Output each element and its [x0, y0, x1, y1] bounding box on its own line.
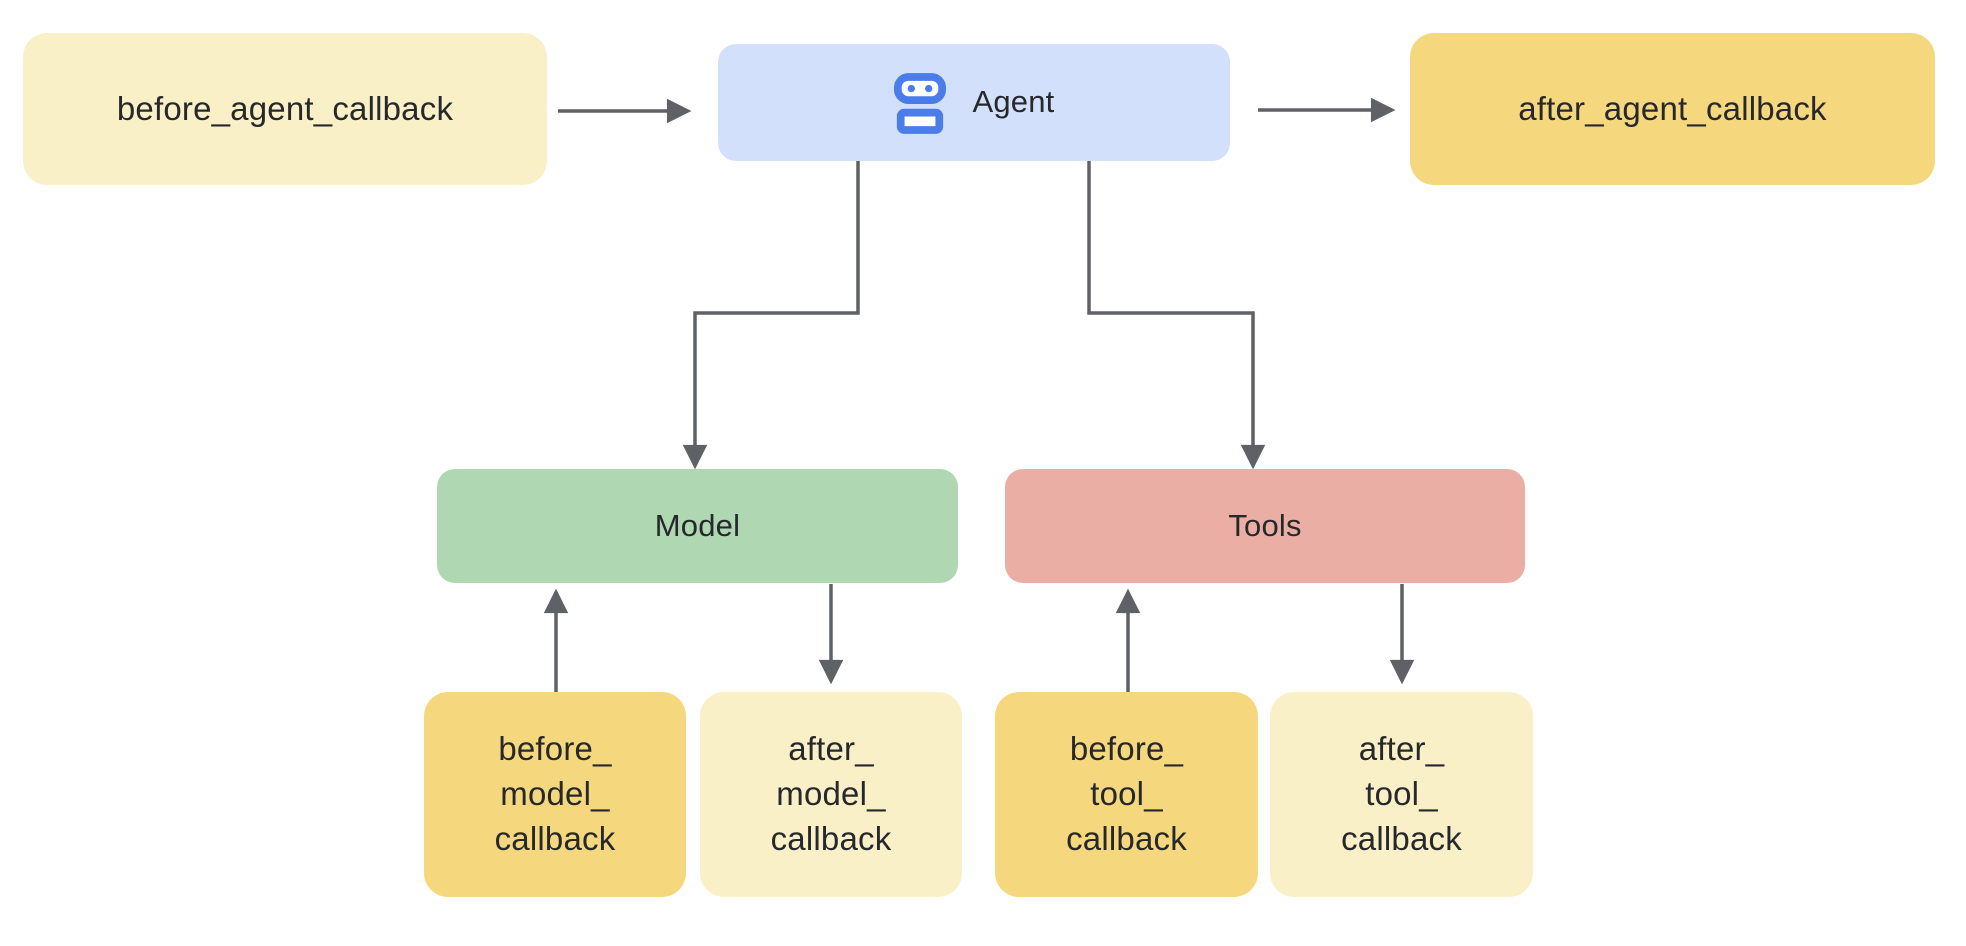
node-label: after_agent_callback — [1518, 89, 1827, 127]
node-label: before_ model_ callback — [494, 730, 616, 857]
node-label: before_ tool_ callback — [1066, 730, 1187, 857]
node-label: before_agent_callback — [116, 89, 454, 127]
node-label: Agent — [972, 84, 1055, 120]
node-label: Tools — [1228, 507, 1302, 543]
node-label: after_ model_ callback — [770, 730, 892, 857]
node-after-agent-callback: after_agent_callback — [1410, 33, 1935, 185]
node-label: after_ tool_ callback — [1341, 730, 1462, 857]
node-before-model-callback: before_ model_ callback — [424, 692, 686, 897]
node-after-model-callback: after_ model_ callback — [700, 692, 962, 897]
node-label: Model — [654, 507, 741, 543]
edge-agent-to-tools — [1087, 161, 1266, 470]
node-agent: Agent — [718, 44, 1230, 161]
node-after-tool-callback: after_ tool_ callback — [1270, 692, 1533, 897]
node-tools: Tools — [1005, 469, 1525, 583]
node-before-agent-callback: before_agent_callback — [23, 33, 547, 185]
edge-agent-to-model — [682, 161, 860, 470]
robot-icon — [893, 72, 947, 134]
node-before-tool-callback: before_ tool_ callback — [995, 692, 1258, 897]
node-model: Model — [437, 469, 958, 583]
